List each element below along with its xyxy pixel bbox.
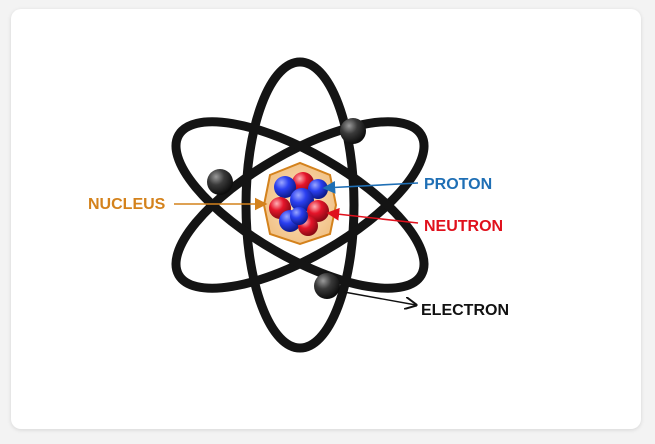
- neutron-label: NEUTRON: [424, 218, 503, 235]
- orbit-tilted-right: [171, 117, 429, 293]
- neutron-sphere: [307, 200, 329, 222]
- electron-sphere: [207, 169, 233, 195]
- electron-sphere: [340, 118, 366, 144]
- orbit-tilted-left: [171, 117, 429, 293]
- proton-sphere: [290, 188, 314, 212]
- proton-label: PROTON: [424, 176, 492, 193]
- orbit-vertical: [241, 57, 359, 353]
- orbits: [171, 57, 429, 353]
- electron-pointer: [343, 291, 416, 305]
- nucleus-label: NUCLEUS: [88, 196, 166, 213]
- electrons: [207, 118, 366, 299]
- proton-sphere: [274, 176, 296, 198]
- proton-sphere: [290, 207, 308, 225]
- neutron-pointer: [326, 207, 419, 224]
- electron-sphere: [314, 273, 340, 299]
- proton-pointer: [322, 181, 419, 194]
- electron-label: ELECTRON: [421, 302, 509, 319]
